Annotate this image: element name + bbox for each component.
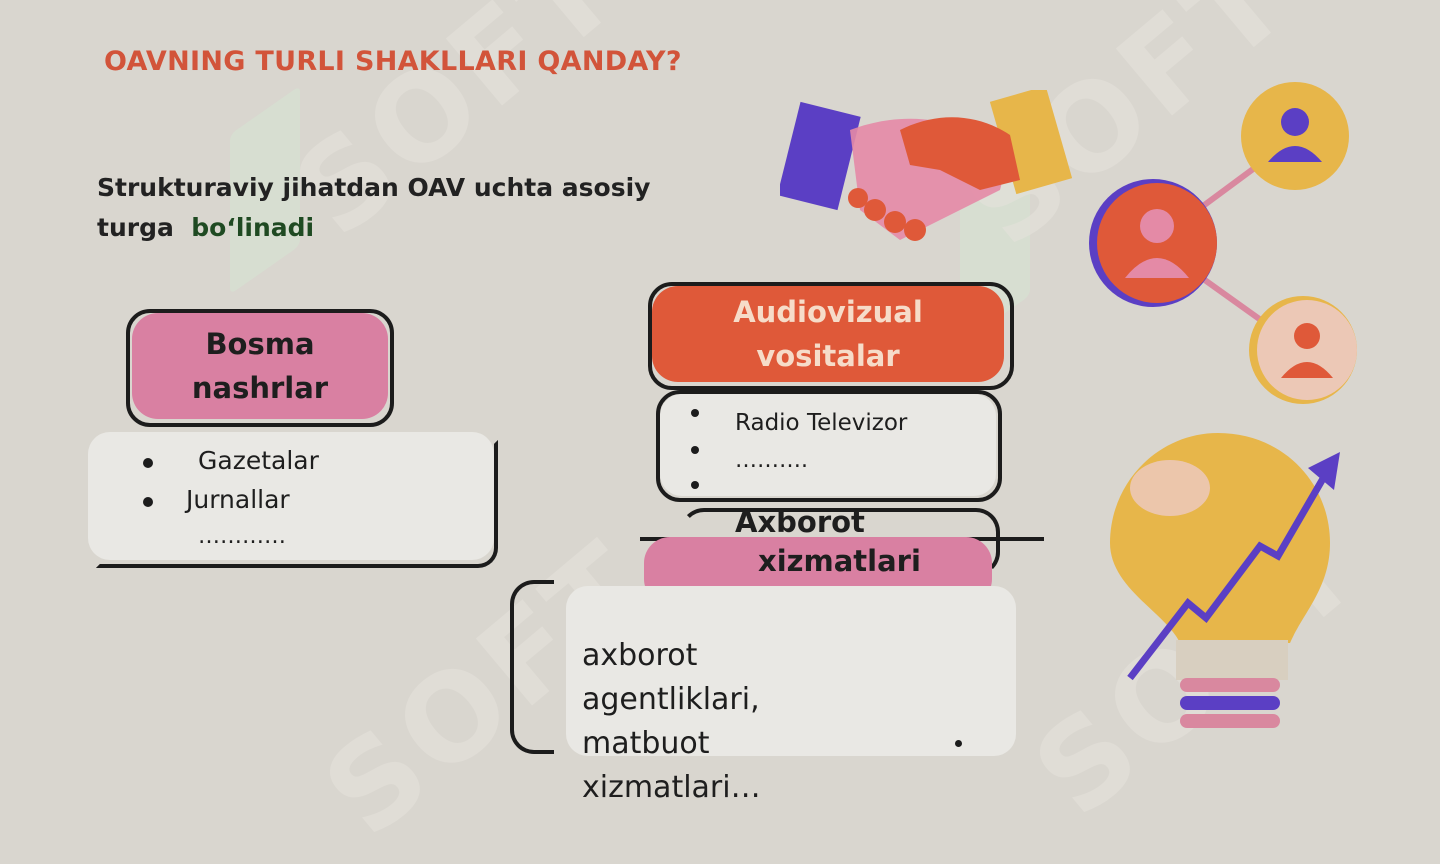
list-item-text: Gazetalar: [198, 446, 319, 475]
audio-heading-line-1: Audiovizual: [733, 295, 923, 329]
intro-word-turga: turga: [97, 213, 174, 242]
bosma-heading: Bosma nashrlar: [132, 313, 388, 419]
bosma-list-frame: [96, 440, 498, 568]
bullet-dot: [691, 446, 699, 454]
intro-text: Strukturaviy jihatdan OAV uchta asosiy t…: [97, 168, 717, 248]
axborot-heading-line-1: Axborot: [735, 505, 865, 539]
slide-title: OAVNING TURLI SHAKLLARI QANDAY?: [104, 46, 682, 77]
axborot-body-line-2: agentliklari,: [582, 682, 760, 717]
audio-heading-line-2: vositalar: [756, 339, 900, 373]
bosma-heading-line-1: Bosma: [205, 327, 315, 361]
bosma-ellipsis: …………: [198, 524, 286, 549]
audio-items-text: Radio Televizor: [735, 410, 908, 436]
bullet-dot: [955, 740, 962, 747]
axborot-body-box: [566, 586, 1016, 756]
bullet-dot: [143, 458, 153, 468]
axborot-body: axborot agentliklari, matbuot xizmatlari…: [582, 634, 761, 810]
axborot-heading-line-2: xizmatlari: [758, 544, 921, 578]
axborot-bracket: [510, 580, 554, 754]
intro-word-bolinadi: bo‘linadi: [191, 213, 315, 242]
axborot-body-line-4: xizmatlari…: [582, 770, 761, 805]
bosma-list-box: [88, 432, 494, 560]
axborot-body-line-3: matbuot: [582, 726, 710, 761]
axborot-heading-frame: [680, 508, 1000, 576]
bosma-heading-line-2: nashrlar: [191, 371, 329, 405]
audio-ellipsis: ……….: [735, 448, 808, 473]
audio-heading: Audiovizual vositalar: [652, 286, 1004, 382]
axborot-body-line-1: axborot: [582, 638, 698, 673]
intro-line-1: Strukturaviy jihatdan OAV uchta asosiy: [97, 173, 651, 202]
lightbulb-growth-icon: [1110, 433, 1340, 728]
audio-heading-frame: [648, 282, 1014, 390]
bullet-dot: [143, 497, 153, 507]
people-network-icon: [1089, 82, 1357, 404]
audio-list-frame: [656, 390, 1002, 502]
bullet-dot: [691, 481, 699, 489]
bosma-heading-frame: [126, 309, 394, 427]
audio-list-box: [660, 394, 996, 496]
handshake-icon: [780, 90, 1073, 241]
intro-line-2: turga bo‘linadi: [97, 208, 717, 248]
list-item-text: Jurnallar: [186, 485, 290, 514]
bullet-dot: [691, 409, 699, 417]
